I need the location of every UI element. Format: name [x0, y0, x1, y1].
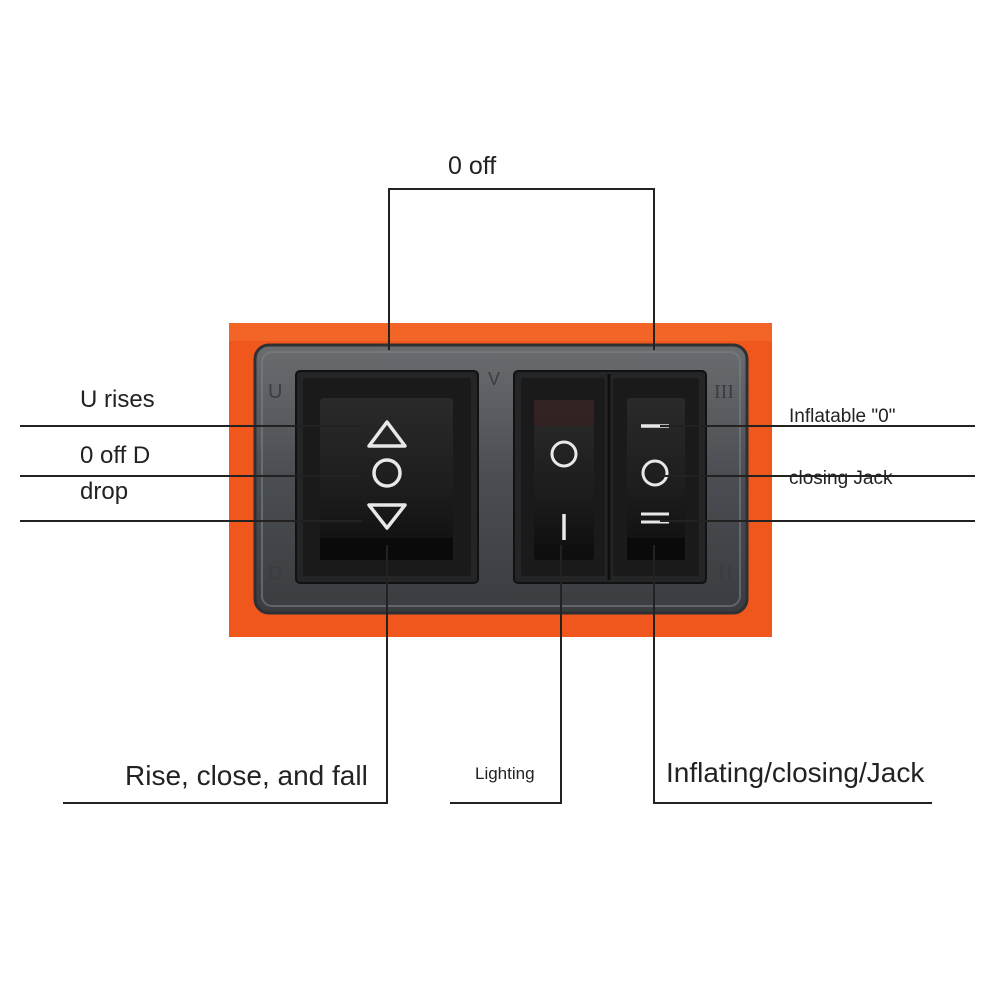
- marking-ii: II: [718, 560, 733, 585]
- label-top-off: 0 off: [448, 152, 497, 180]
- label-lighting: Lighting: [475, 764, 535, 783]
- triangle-up-icon: [367, 420, 407, 448]
- marking-v: V: [488, 369, 500, 389]
- label-drop: drop: [80, 478, 129, 505]
- label-off-d: 0 off D: [80, 442, 151, 469]
- label-closing-jack: closing Jack: [789, 468, 893, 489]
- triangle-down-icon: [367, 503, 407, 530]
- marking-iii: III: [714, 381, 734, 403]
- leader-lines: [20, 188, 975, 804]
- marking-u: U: [268, 381, 282, 403]
- marking-d: D: [268, 563, 282, 585]
- circle-icon: [550, 440, 578, 468]
- label-inflating-closing-jack: Inflating/closing/Jack: [666, 757, 925, 788]
- label-u-rises: U rises: [80, 386, 155, 413]
- label-inflatable: Inflatable "0": [789, 406, 896, 427]
- circle-icon: [641, 459, 669, 487]
- circle-icon: [372, 458, 402, 488]
- label-rise-close-fall: Rise, close, and fall: [125, 760, 368, 791]
- inflate-close-jack-switch[interactable]: [613, 378, 699, 576]
- lighting-switch[interactable]: [521, 378, 605, 576]
